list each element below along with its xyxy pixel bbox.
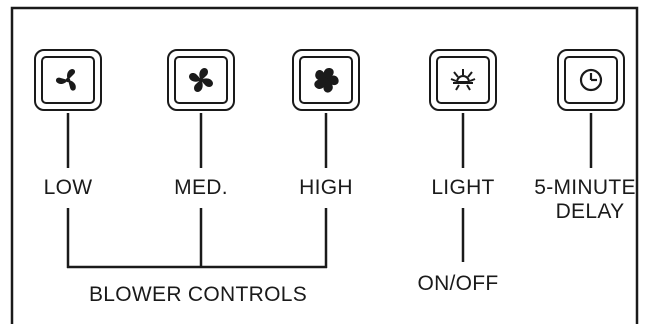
fan-medium-icon (189, 68, 213, 92)
fan-high-icon (314, 68, 339, 93)
medium-button-bezel (174, 56, 228, 104)
blower-controls-label: BLOWER CONTROLS (88, 283, 308, 306)
delay-label-line2: DELAY (555, 200, 625, 223)
low-button[interactable] (34, 49, 102, 111)
high-button[interactable] (292, 49, 360, 111)
medium-label: MED. (174, 176, 228, 199)
clock-icon (579, 68, 603, 92)
low-label: LOW (43, 176, 93, 199)
delay-button[interactable] (557, 49, 625, 111)
high-label: HIGH (299, 176, 353, 199)
delay-button-bezel (564, 56, 618, 104)
medium-button[interactable] (167, 49, 235, 111)
light-onoff-label: ON/OFF (417, 272, 499, 295)
low-button-bezel (41, 56, 95, 104)
light-icon (450, 69, 476, 91)
panel-border (10, 6, 639, 324)
high-button-bezel (299, 56, 353, 104)
fan-low-icon (55, 69, 76, 91)
light-label: LIGHT (431, 176, 495, 199)
delay-label-line1: 5-MINUTE (534, 176, 636, 199)
light-button[interactable] (429, 49, 497, 111)
light-button-bezel (436, 56, 490, 104)
